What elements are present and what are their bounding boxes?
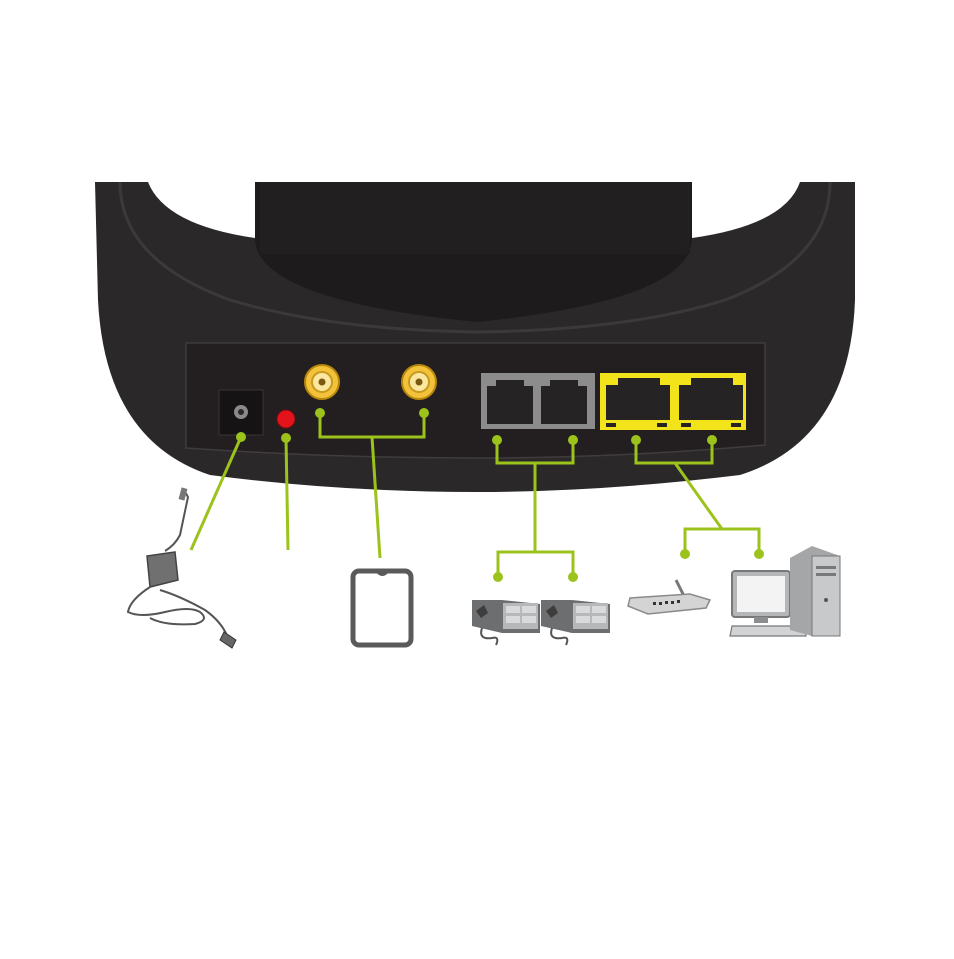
gateway-device: [95, 182, 855, 492]
computer-icon: [730, 546, 840, 636]
ethernet-fork: [685, 529, 759, 554]
device-neck: [260, 182, 690, 254]
phone-fork: [498, 552, 573, 576]
coax-connector-icon[interactable]: [305, 365, 339, 399]
rj11-port-icon[interactable]: [481, 373, 595, 429]
dc-jack-icon[interactable]: [219, 390, 263, 435]
tablet-icon: [353, 571, 411, 645]
router-icon: [628, 580, 710, 614]
telephone-icon: [472, 600, 540, 645]
power-adapter-icon: [128, 487, 236, 648]
coax-connector-icon[interactable]: [402, 365, 436, 399]
red-button-icon[interactable]: [277, 410, 295, 428]
reset-line: [286, 438, 288, 550]
rj45-port-icon[interactable]: [600, 373, 746, 430]
telephone-icon: [541, 600, 610, 645]
